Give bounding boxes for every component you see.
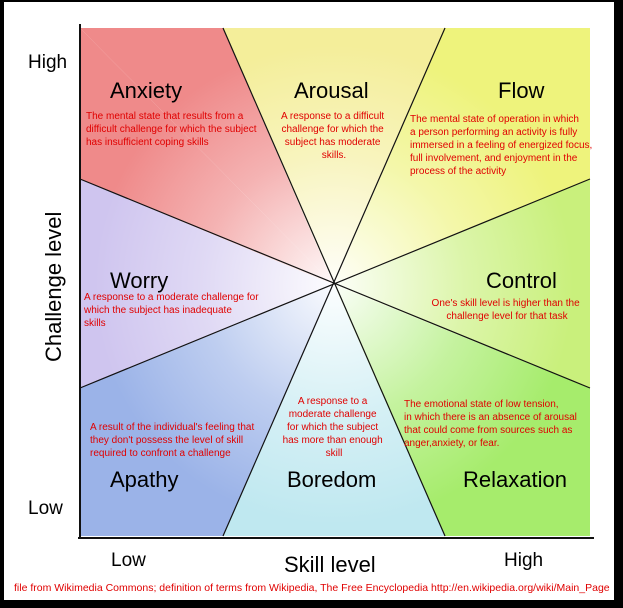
definition-boredom: A response to a moderate challenge for w… [283,396,386,459]
center-glow [80,28,590,536]
x-axis-low-label: Low [111,550,146,571]
definition-control: One's skill level is higher than the cha… [432,298,583,322]
x-axis-title: Skill level [284,552,376,577]
y-axis-high-label: High [28,52,67,73]
definition-flow: The mental state of operation in which a… [410,114,595,177]
y-axis-low-label: Low [28,498,63,519]
state-name-flow: Flow [498,78,545,103]
state-name-relaxation: Relaxation [463,467,567,492]
definition-arousal: A response to a difficult challenge for … [281,111,387,161]
sector-dividers [79,27,591,537]
y-axis-title: Challenge level [41,212,66,362]
state-name-boredom: Boredom [287,467,376,492]
state-name-worry: Worry [110,268,168,293]
flow-model-diagram: High Low Low High Skill level Challenge … [28,24,595,577]
definition-relaxation: The emotional state of low tension, in w… [404,399,580,449]
state-name-anxiety: Anxiety [110,78,182,103]
definition-apathy: A result of the individual's feeling tha… [90,422,257,459]
source-footer: file from Wikimedia Commons; definition … [14,582,610,594]
definition-anxiety: The mental state that results from a dif… [86,111,259,148]
state-name-apathy: Apathy [110,467,179,492]
definition-worry: A response to a moderate challenge for w… [83,292,261,329]
figure-panel: High Low Low High Skill level Challenge … [4,2,614,600]
state-name-arousal: Arousal [294,78,369,103]
x-axis-high-label: High [504,550,543,571]
state-name-control: Control [486,268,557,293]
